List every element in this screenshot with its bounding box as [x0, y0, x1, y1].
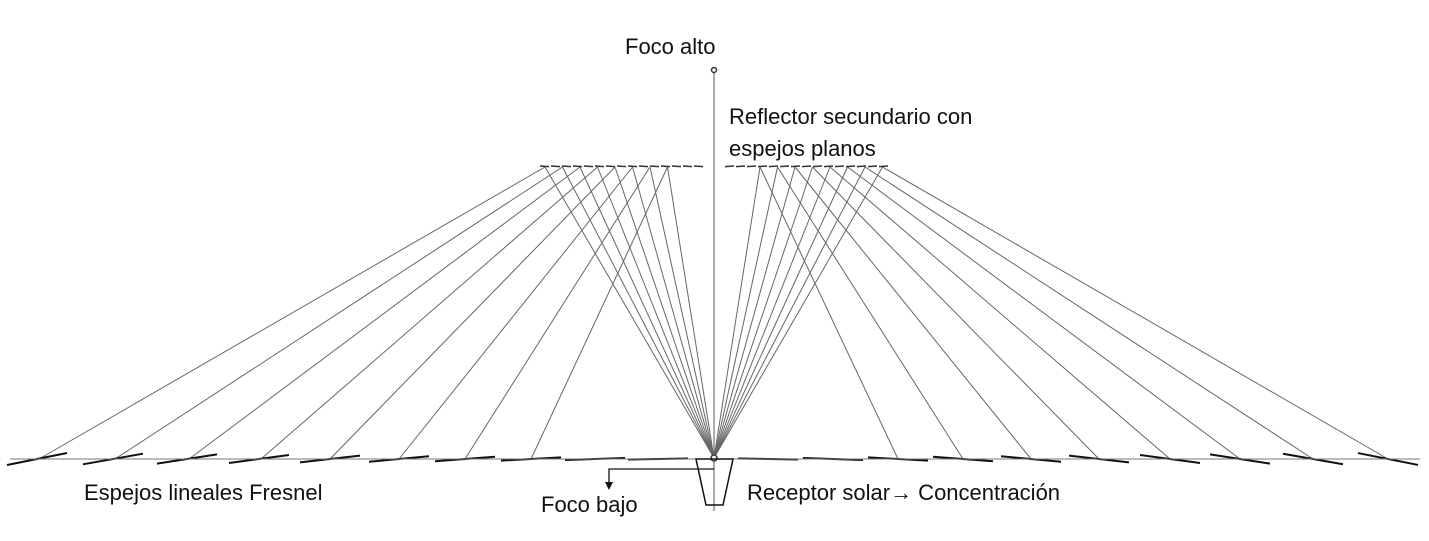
high-focus-label: Foco alto: [625, 34, 716, 59]
reflected-ray: [667, 166, 715, 459]
secondary-reflector: [539, 165, 889, 168]
incident-ray: [777, 166, 964, 460]
secondary-mirror-facet: [834, 165, 845, 168]
secondary-mirror-facet: [605, 165, 616, 168]
secondary-mirror-facet: [660, 165, 671, 168]
reflected-ray: [713, 166, 761, 459]
secondary-mirror-facet: [561, 165, 572, 168]
low-focus-arrow: [608, 468, 714, 484]
reflected-ray: [713, 166, 796, 459]
secondary-mirror-facet: [649, 165, 660, 168]
rays: [38, 166, 1389, 460]
reflected-ray: [649, 166, 715, 459]
secondary-mirror-facet: [682, 165, 693, 168]
secondary-mirror-facet: [627, 165, 638, 168]
reflected-ray: [614, 166, 715, 459]
incident-ray: [329, 166, 616, 460]
secondary-mirror-facet: [638, 165, 649, 168]
incident-ray: [829, 166, 1171, 460]
reflected-ray: [713, 166, 866, 459]
secondary-mirror-facet: [550, 165, 561, 168]
secondary-mirror-facet: [616, 165, 627, 168]
secondary-mirror-facet: [845, 165, 856, 168]
arrowhead-icon: [605, 482, 613, 490]
incident-ray: [882, 166, 1389, 460]
low-focus-point: [710, 454, 718, 462]
reflected-ray: [632, 166, 715, 459]
incident-ray: [812, 166, 1100, 460]
low-focus-label: Foco bajo: [541, 492, 638, 517]
secondary-mirror-facet: [746, 165, 757, 168]
secondary-mirror-facet: [671, 165, 682, 168]
incident-ray: [464, 166, 651, 460]
secondary-mirror-facet: [856, 165, 867, 168]
incident-ray: [114, 166, 563, 460]
secondary-mirror-facet: [823, 165, 834, 168]
reflected-ray: [544, 166, 715, 459]
secondary-mirror-facet: [735, 165, 746, 168]
solar-receiver: [695, 458, 734, 506]
secondary-mirror-facet: [583, 165, 594, 168]
receiver-label: Receptor solar→ Concentración: [747, 480, 1061, 505]
reflected-ray: [579, 166, 715, 459]
high-focus-point: [710, 66, 718, 74]
incident-ray: [847, 166, 1241, 460]
secondary-mirror-facet: [539, 165, 550, 168]
secondary-mirror-facet: [812, 165, 823, 168]
secondary-mirror-facet: [572, 165, 583, 168]
secondary-mirror-facet: [768, 165, 779, 168]
reflected-ray: [713, 166, 813, 459]
fresnel-mirrors-label: Espejos lineales Fresnel: [84, 480, 323, 505]
secondary-mirror-facet: [801, 165, 812, 168]
reflected-ray: [713, 166, 831, 459]
reflected-ray: [713, 166, 848, 459]
reflected-ray: [562, 166, 715, 459]
secondary-reflector-label-2: espejos planos: [729, 136, 876, 161]
incident-ray: [759, 166, 899, 460]
reflected-ray: [597, 166, 715, 459]
secondary-mirror-facet: [878, 165, 889, 168]
reflected-ray: [713, 166, 883, 459]
incident-ray: [398, 166, 633, 460]
incident-ray: [864, 166, 1314, 460]
incident-ray: [794, 166, 1032, 460]
incident-ray: [260, 166, 598, 460]
secondary-mirror-facet: [724, 165, 735, 168]
secondary-mirror-facet: [790, 165, 801, 168]
secondary-reflector-label-1: Reflector secundario con: [729, 104, 973, 129]
secondary-mirror-facet: [867, 165, 878, 168]
reflected-ray: [713, 166, 778, 459]
secondary-mirror-facet: [693, 165, 704, 168]
incident-ray: [530, 166, 668, 460]
incident-ray: [38, 166, 546, 460]
secondary-mirror-facet: [594, 165, 605, 168]
incident-ray: [188, 166, 581, 460]
secondary-mirror-facet: [779, 165, 790, 168]
secondary-mirror-facet: [757, 165, 768, 168]
